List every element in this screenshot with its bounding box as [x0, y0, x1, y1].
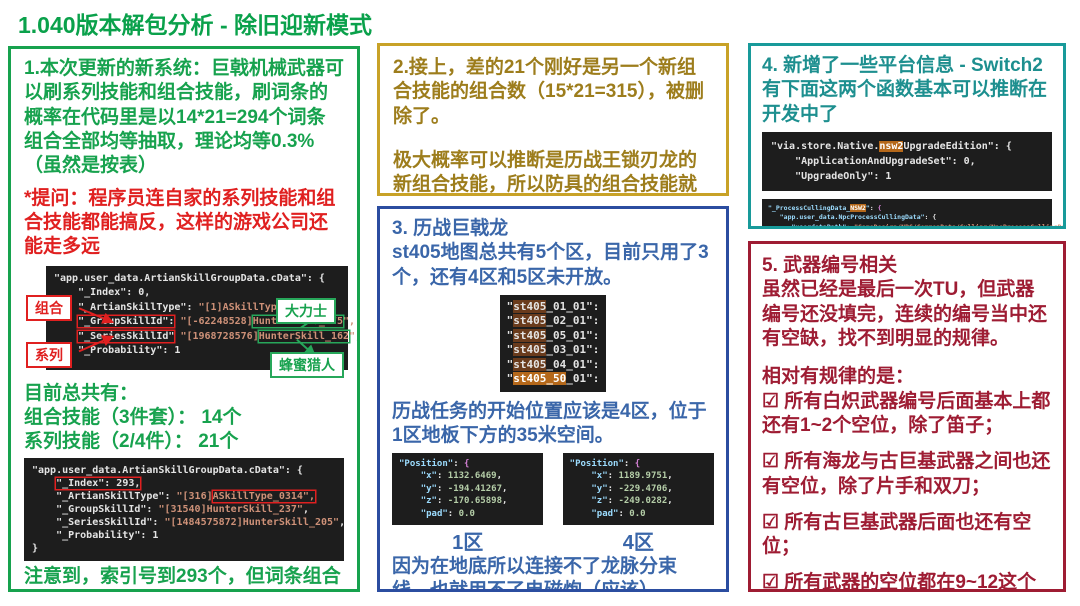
- section-3-sub: st405地图总共有5个区，目前只用了3个，还有4区和5区未开放。: [392, 242, 709, 288]
- zone-4-column: "Position": { "x": 1189.9751, "y": -229.…: [562, 452, 714, 556]
- section-2-para-2: 极大概率可以推断是历战王锁刃龙的新组合技能，所以防具的组合技能就不会是毛皮或者霸…: [393, 149, 698, 196]
- callout-strongman: 大力士: [276, 297, 336, 324]
- section-1-panel: 1.本次更新的新系统：巨戟机械武器可以刷系列技能和组合技能，刷词条的概率在代码里…: [8, 46, 360, 592]
- section-3-panel: 3. 历战巨戟龙 st405地图总共有5个区，目前只用了3个，还有4区和5区未开…: [377, 206, 729, 592]
- zone-1-label: 1区: [452, 532, 484, 555]
- section-2-para-1: 2.接上，差的21个刚好是另一个新组合技能的组合数（15*21=315），被删除…: [393, 57, 704, 127]
- skill-stats: 目前总共有： 组合技能（3件套）： 14个 系列技能（2/4件）： 21个: [24, 382, 344, 455]
- stats-line-2: 组合技能（3件套）： 14个: [24, 406, 242, 428]
- callout-series: 系列: [26, 341, 72, 368]
- switch2-culling-code: "_ProcessCullingData_NSW2": { "app.user_…: [762, 198, 1063, 226]
- section-2-panel: 2.接上，差的21个刚好是另一个新组合技能的组合数（15*21=315），被删除…: [377, 43, 729, 196]
- weapon-rule-item-1: ☑ 所有白炽武器编号后面基本上都还有1~2个空位，除了笛子；: [762, 390, 1051, 436]
- position-code-row: "Position": { "x": 1132.6469, "y": -194.…: [392, 452, 714, 556]
- weapon-rule-item-3: ☑ 所有古巨基武器后面也还有空位；: [762, 511, 1032, 558]
- section-3-heading: 3. 历战巨戟龙: [392, 218, 509, 239]
- zone-1-column: "Position": { "x": 1132.6469, "y": -194.…: [392, 452, 544, 556]
- switch2-upgrade-code: "via.store.Native.nsw2UpgradeEdition": {…: [762, 131, 1052, 191]
- section-5-para-1: 虽然已经是最后一次TU，但武器编号还没填完，连续的编号当中还有空缺，找不到明显的…: [762, 279, 1048, 349]
- section-3-para-2: 因为在地底所以连接不了龙脉分束线，也就用不了电磁炮（应该）。: [392, 556, 678, 592]
- section-1-intro: 1.本次更新的新系统：巨戟机械武器可以刷系列技能和组合技能，刷词条的概率在代码里…: [24, 58, 344, 177]
- weapon-rule-item-4: ☑ 所有武器的空位都在9~12这个范围。: [762, 572, 1037, 592]
- section-5-panel: 5. 武器编号相关 虽然已经是最后一次TU，但武器编号还没填完，连续的编号当中还…: [748, 241, 1066, 592]
- stats-line-3: 系列技能（2/4件）： 21个: [24, 431, 239, 453]
- section-5-para-2: 相对有规律的是：: [762, 366, 915, 388]
- slide-title: 1.040版本解包分析 - 除旧迎新模式: [18, 12, 372, 38]
- zone-4-label: 4区: [622, 532, 654, 555]
- section-1-note: 注意到，索引号到293个，但词条组合数是有314个，差值刚好是21个。: [24, 566, 341, 588]
- section-4-sub: 有下面这两个函数基本可以推断在开发中了: [762, 79, 1048, 125]
- zone-4-position-code: "Position": { "x": 1189.9751, "y": -229.…: [562, 452, 714, 526]
- section-4-heading: 4. 新增了一些平台信息 - Switch2: [762, 55, 1043, 76]
- callout-group: 组合: [26, 294, 72, 321]
- callout-honey-hunter: 蜂蜜猎人: [270, 351, 344, 378]
- section-5-heading: 5. 武器编号相关: [762, 255, 898, 276]
- section-3-para-1: 历战任务的开始位置应该是4区，位于1区地板下方的35米空间。: [392, 400, 707, 447]
- artian-skill-code-2: "app.user_data.ArtianSkillGroupData.cDat…: [24, 458, 345, 562]
- stats-line-1: 目前总共有：: [24, 382, 139, 404]
- zone-1-position-code: "Position": { "x": 1132.6469, "y": -194.…: [392, 452, 544, 526]
- weapon-rule-item-2: ☑ 所有海龙与古巨基武器之间也还有空位，除了片手和双刀；: [762, 451, 1051, 497]
- skill-code-annotated: "app.user_data.ArtianSkillGroupData.cDat…: [24, 265, 357, 378]
- st405-zone-list-code: "st405_01_01":"st405_02_01":"st405_05_01…: [499, 294, 607, 392]
- section-4-panel: 4. 新增了一些平台信息 - Switch2 有下面这两个函数基本可以推断在开发…: [748, 43, 1066, 229]
- section-1-question: *提问：程序员连自家的系列技能和组合技能都能搞反，这样的游戏公司还能走多远: [24, 187, 336, 258]
